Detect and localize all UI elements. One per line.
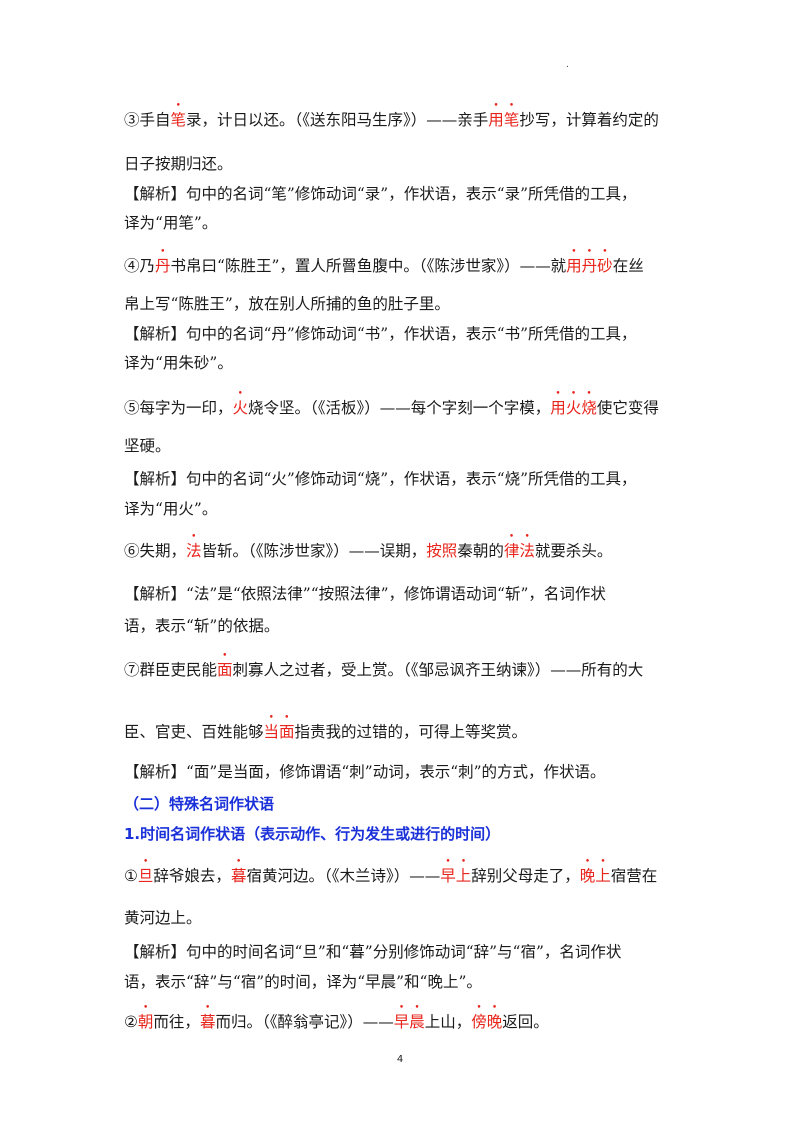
- text-line: 帛上写“陈胜王”，放在别人所捕的鱼的肚子里。: [124, 295, 450, 313]
- text-line: 1.时间名词作状语（表示动作、行为发生或进行的时间）: [124, 824, 714, 844]
- page-number: 4: [396, 1054, 404, 1065]
- highlighted-term: 用笔: [488, 111, 519, 129]
- text-line: ⑤每字为一印，火烧令坚。（《活板》）——每个字刻一个字模，用火烧使它变得: [124, 398, 714, 418]
- text-line: ⑦群臣吏民能面刺寡人之过者，受上赏。（《邹忌讽齐王纳谏》）——所有的大: [124, 660, 714, 680]
- text-line: 臣、官吏、百姓能够当面指责我的过错的，可得上等奖赏。: [124, 722, 714, 742]
- page-corner-mark: .: [566, 60, 569, 70]
- text-line: ①旦辞爷娘去，暮宿黄河边。（《木兰诗》）——早上辞别父母走了，晚上宿营在: [124, 866, 714, 886]
- highlighted-term: 法: [186, 542, 202, 560]
- section-heading: （二）特殊名词作状语: [124, 795, 275, 813]
- text-line: ②朝而往，暮而归。（《醉翁亭记》）——早晨上山，傍晚返回。: [124, 1012, 714, 1032]
- section-heading: 1.时间名词作状语（表示动作、行为发生或进行的时间）: [124, 825, 501, 843]
- text-line: ④乃丹书帛曰“陈胜王”，置人所罾鱼腹中。（《陈涉世家》）——就用丹砂在丝: [124, 256, 714, 276]
- highlighted-term: 傍晚: [471, 1013, 502, 1031]
- text-line: 【解析】句中的名词“火”修饰动词“烧”，作状语，表示“烧”所凭借的工具，: [124, 470, 637, 488]
- highlighted-term: 朝: [138, 1013, 154, 1031]
- text-line: 【解析】句中的名词“笔”修饰动词“录”，作状语，表示“录”所凭借的工具，: [124, 185, 637, 203]
- text-line: ⑥失期，法皆斩。（《陈涉世家》）——误期，按照秦朝的律法就要杀头。: [124, 541, 714, 561]
- text-line: 日子按期归还。: [124, 155, 233, 173]
- highlighted-term: 面: [217, 661, 233, 679]
- text-line: 黄河边上。: [124, 909, 202, 927]
- highlighted-term: 丹: [155, 257, 171, 275]
- text-line: 译为“用朱砂”。: [124, 354, 233, 372]
- text-line: 语，表示“辞”与“宿”的时间，译为“早晨”和“晚上”。: [124, 973, 482, 991]
- text-line: 【解析】句中的时间名词“旦”和“暮”分别修饰动词“辞”与“宿”，名词作状: [124, 943, 622, 961]
- highlighted-term: 暮: [200, 1013, 216, 1031]
- highlighted-term: 当面: [264, 723, 295, 741]
- text-line: 译为“用火”。: [124, 500, 218, 518]
- text-line: 坚硬。: [124, 437, 171, 455]
- text-line: 译为“用笔”。: [124, 214, 218, 232]
- highlighted-term: 暮: [231, 867, 247, 885]
- text-line: 【解析】“法”是“依照法律”“按照法律”，修饰谓语动词“斩”，名词作状: [124, 585, 606, 603]
- text-line: ③手自笔录，计日以还。（《送东阳马生序》）——亲手用笔抄写，计算着约定的: [124, 110, 714, 130]
- text-line: 【解析】句中的名词“丹”修饰动词“书”，作状语，表示“书”所凭借的工具，: [124, 325, 637, 343]
- text-line: 【解析】“面”是当面，修饰谓语“刺”动词，表示“刺”的方式，作状语。: [124, 763, 606, 781]
- text-line: （二）特殊名词作状语: [124, 794, 714, 814]
- highlighted-term: 用火烧: [550, 399, 597, 417]
- highlighted-term: 律法: [504, 542, 535, 560]
- highlighted-term: 火: [233, 399, 249, 417]
- text-line: 语，表示“斩”的依据。: [124, 617, 280, 635]
- highlighted-term: 早上: [440, 867, 471, 885]
- highlighted-term: 用丹砂: [566, 257, 613, 275]
- highlighted-term: 晚上: [580, 867, 611, 885]
- highlighted-term: 早晨: [394, 1013, 425, 1031]
- highlighted-term: 笔: [171, 111, 187, 129]
- highlighted-term: 旦: [138, 867, 154, 885]
- highlighted-term: 按照: [426, 542, 458, 560]
